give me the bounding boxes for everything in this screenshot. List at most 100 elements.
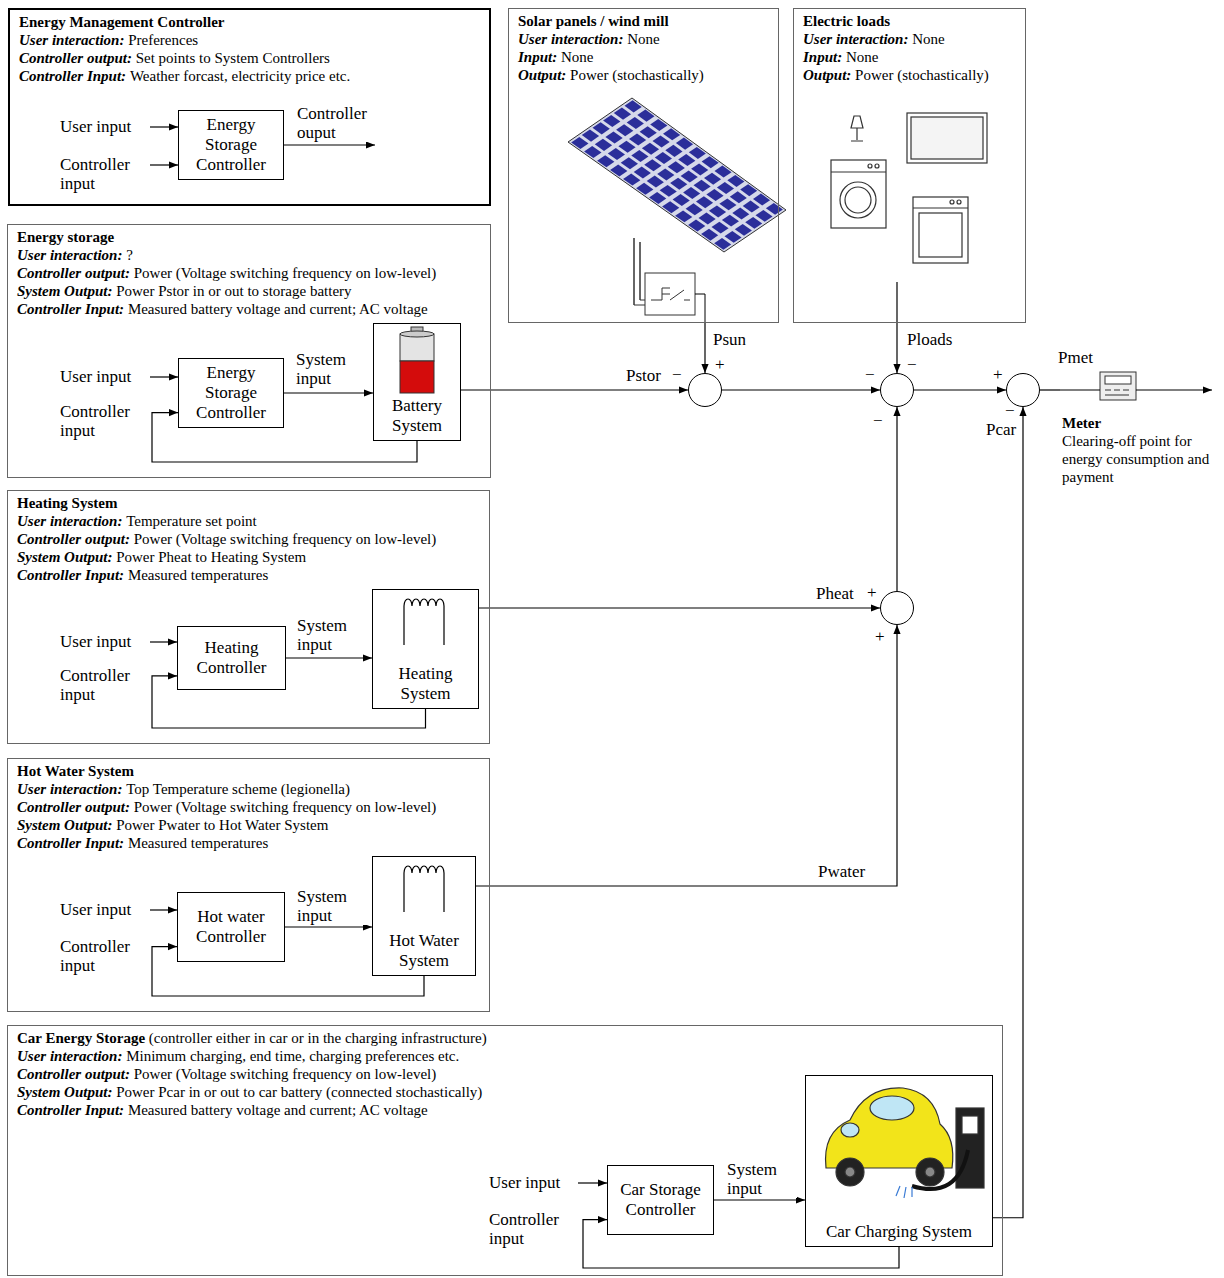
panel-line: Controller output:Power (Voltage switchi… [17, 798, 480, 816]
panel-line: Input:None [803, 48, 1016, 66]
panel-line: User interaction:Preferences [19, 31, 480, 49]
solar-cell [691, 163, 708, 175]
solar-cell [608, 148, 625, 160]
panel-line: User interaction:None [803, 30, 1016, 48]
panel-line: Controller Input:Measured temperatures [17, 834, 480, 852]
field-value: Power Pwater to Hot Water System [116, 817, 328, 833]
electric-car-illustration [896, 1186, 912, 1198]
solar-cell [618, 141, 635, 153]
hot-water-coil [404, 866, 444, 912]
edge-label: Ploads [907, 330, 952, 349]
power-connector [284, 392, 373, 393]
system-panel: Heating SystemUser interaction:Temperatu… [7, 490, 490, 744]
solar-panel-illustration [634, 300, 645, 305]
solar-cell [603, 115, 620, 127]
electric-car-illustration [845, 1167, 855, 1177]
meter-title: Meter [1062, 414, 1214, 432]
meter-illustration [1105, 390, 1129, 395]
solar-cell [627, 117, 644, 129]
controller-box: Heating Controller [177, 626, 286, 690]
signal-label: User input [60, 632, 131, 651]
panel-line: System Output:Power Pwater to Hot Water … [17, 816, 480, 834]
solar-cell [712, 222, 729, 234]
field-value: Power (Voltage switching frequency on lo… [134, 265, 437, 281]
electric-loads-illustration [851, 116, 863, 128]
battery-illustration [400, 361, 434, 393]
field-value: Measured temperatures [128, 567, 268, 583]
box-label: Energy Storage Controller [185, 363, 277, 423]
sign-label: + [993, 365, 1003, 385]
field-value: None [561, 49, 594, 65]
system-panel: Electric loadsUser interaction:NoneInput… [793, 8, 1026, 323]
electric-loads-illustration [831, 113, 987, 323]
battery-illustration [400, 327, 434, 393]
field-value: Power (stochastically) [855, 67, 989, 83]
signal-label: Controller input [60, 402, 145, 440]
edge-label: Pstor [626, 366, 661, 385]
panel-heading: Energy storage [17, 229, 114, 245]
solar-cell [702, 156, 719, 168]
solar-cell [614, 108, 631, 120]
summing-junction: +− [1006, 373, 1040, 407]
solar-cell [717, 182, 734, 194]
solar-cell [610, 164, 627, 176]
signal-label: Controller input [60, 937, 145, 975]
panel-line: System Output:Power Pcar in or out to ca… [17, 1083, 993, 1101]
power-connector [476, 625, 897, 886]
field-value: Temperature set point [126, 513, 257, 529]
electric-car-illustration [956, 1108, 984, 1188]
electric-loads-illustration [851, 128, 863, 141]
solar-cell [686, 203, 703, 215]
solar-cell [740, 184, 757, 196]
solar-cell [571, 137, 588, 149]
signal-arrows [1136, 389, 1212, 390]
field-name: Controller output: [17, 265, 130, 281]
solar-panel-illustration [568, 98, 786, 252]
solar-cell [715, 166, 732, 178]
electric-car-illustration [925, 1167, 935, 1177]
box-label: Car Storage Controller [614, 1180, 707, 1220]
electric-car-illustration [912, 1150, 968, 1189]
solar-cell [629, 133, 646, 145]
power-connector [704, 323, 705, 373]
solar-cell [653, 136, 670, 148]
panel-line: Controller Input:Weather forcast, electr… [19, 67, 480, 85]
solar-cell [743, 201, 760, 213]
solar-cell [631, 150, 648, 162]
panel-heading: Hot Water System [17, 763, 134, 779]
edge-label: Psun [713, 330, 746, 349]
power-connector [896, 407, 897, 591]
solar-cell [681, 171, 698, 183]
solar-panel-illustration [645, 273, 695, 315]
field-name: User interaction: [17, 1048, 122, 1064]
field-name: User interaction: [17, 781, 122, 797]
panel-heading: Solar panels / wind mill [518, 13, 669, 29]
field-name: Controller output: [17, 531, 130, 547]
solar-cell [678, 154, 695, 166]
controller-box: Car Storage Controller [607, 1165, 714, 1235]
sign-label: − [1005, 401, 1015, 421]
solar-cell [745, 217, 762, 229]
sign-label: + [875, 627, 885, 647]
solar-cell [701, 229, 718, 241]
field-value: None [912, 31, 945, 47]
solar-cell [582, 130, 599, 142]
signal-arrows [578, 1182, 607, 1183]
sign-label: − [865, 365, 875, 385]
solar-cell [605, 132, 622, 144]
electric-car-illustration [836, 1158, 864, 1186]
solar-cell [727, 175, 744, 187]
signal-label: Controller ouput [297, 104, 382, 142]
edge-label: System input [727, 1160, 797, 1198]
signal-arrows [150, 376, 178, 377]
power-connector [722, 389, 880, 390]
summing-junction: −−− [880, 373, 914, 407]
solar-cell [696, 196, 713, 208]
field-value: Power Pheat to Heating System [116, 549, 306, 565]
solar-cell [668, 161, 685, 173]
solar-cell [673, 194, 690, 206]
summing-junction: ++ [880, 591, 914, 625]
sign-label: − [873, 411, 883, 431]
solar-cell [722, 215, 739, 227]
field-name: Output: [518, 67, 566, 83]
